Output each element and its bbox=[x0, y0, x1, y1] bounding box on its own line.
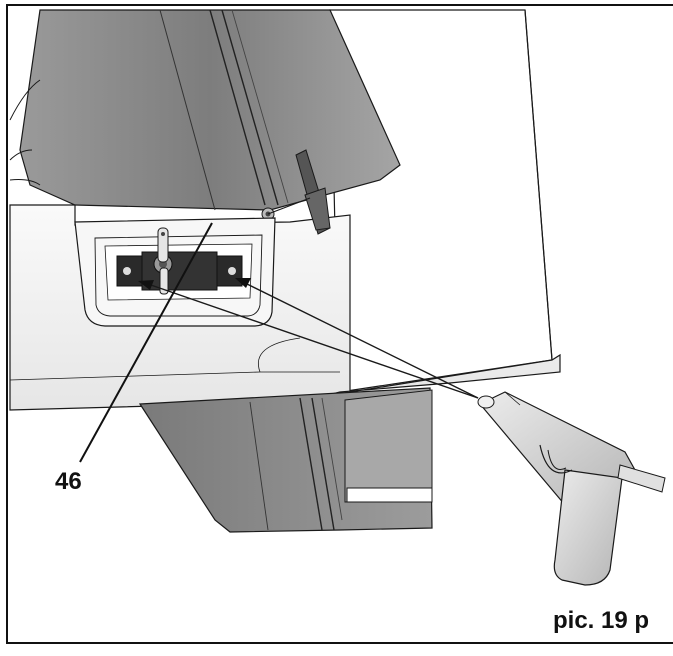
lower-vertical-fin bbox=[138, 387, 433, 533]
part-number-callout: 46 bbox=[55, 468, 82, 495]
glue-arrows bbox=[138, 278, 479, 399]
glue-gun bbox=[477, 391, 666, 586]
upper-vertical-fin bbox=[9, 9, 401, 211]
picture-caption: pic. 19 p bbox=[553, 607, 650, 634]
rudder-control-horn bbox=[261, 149, 331, 235]
callout-leader-line bbox=[79, 222, 213, 463]
fuselage-side-panel bbox=[329, 9, 553, 393]
